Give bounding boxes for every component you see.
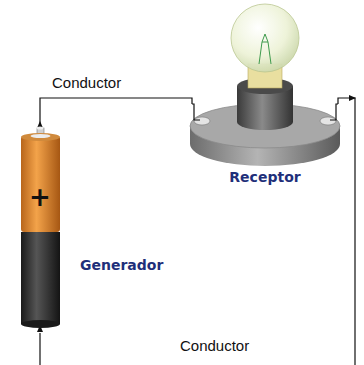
wire [192, 104, 338, 120]
arrow-head [37, 95, 356, 332]
polarity-sign: + [29, 183, 51, 212]
wire [40, 98, 355, 365]
bulb-symbol [190, 4, 340, 166]
wire-label: Conductor [180, 338, 249, 355]
component-label: Receptor [229, 170, 300, 185]
battery-symbol [21, 127, 60, 329]
component-label: Generador [80, 258, 163, 273]
wire-label: Conductor [52, 75, 121, 92]
